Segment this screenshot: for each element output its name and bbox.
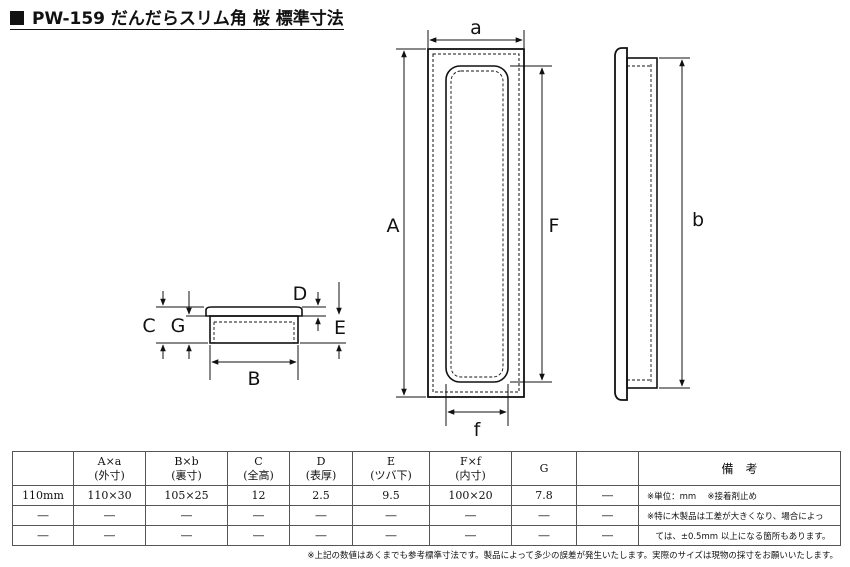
table-cell: 110×30 bbox=[73, 485, 146, 506]
label-B: B bbox=[247, 368, 260, 390]
dimension-C bbox=[156, 291, 208, 359]
dimension-a bbox=[427, 30, 525, 48]
label-G: G bbox=[171, 315, 186, 337]
header-cell: A×a(外寸) bbox=[73, 451, 146, 486]
section-flange bbox=[205, 306, 303, 317]
label-E: E bbox=[334, 317, 346, 339]
side-view bbox=[614, 47, 658, 401]
page-title-text: PW-159 だんだらスリム角 桜 標準寸法 bbox=[32, 9, 344, 29]
table-cell: ― bbox=[289, 505, 353, 526]
section-view bbox=[205, 306, 303, 344]
remarks-note: ※単位：mm ※接着剤止め bbox=[638, 485, 841, 506]
label-A: A bbox=[387, 215, 400, 237]
dimension-E bbox=[300, 282, 346, 359]
label-f: f bbox=[474, 419, 482, 441]
label-b: b bbox=[692, 209, 704, 231]
table-cell: ― bbox=[289, 525, 353, 546]
table-cell: ― bbox=[73, 505, 146, 526]
dimension-G bbox=[186, 291, 208, 359]
label-F: F bbox=[549, 215, 560, 237]
page-title: PW-159 だんだらスリム角 桜 標準寸法 bbox=[10, 4, 344, 30]
front-view bbox=[427, 48, 525, 398]
table-cell: 100×20 bbox=[429, 485, 512, 506]
header-cell bbox=[576, 451, 639, 486]
front-outer-outline bbox=[427, 48, 525, 398]
footnote: ※上記の数値はあくまでも参考標準寸法です。製品によって多少の誤差が発生いたします… bbox=[307, 551, 838, 561]
table-cell: ― bbox=[352, 525, 430, 546]
header-cell-remarks: 備 考 bbox=[638, 451, 841, 486]
label-C: C bbox=[142, 315, 155, 337]
dimension-A bbox=[396, 48, 426, 398]
dimension-B bbox=[209, 345, 299, 380]
dimension-drawing: a A F f b bbox=[142, 17, 704, 441]
table-cell: ― bbox=[429, 505, 512, 526]
section-body bbox=[209, 315, 299, 344]
table-cell: 12 bbox=[227, 485, 290, 506]
label-a: a bbox=[470, 17, 482, 39]
front-recess-dashed bbox=[450, 70, 504, 378]
table-cell: 7.8 bbox=[511, 485, 577, 506]
table-cell: ― bbox=[429, 525, 512, 546]
dimension-F bbox=[510, 65, 552, 383]
table-cell: ― bbox=[227, 525, 290, 546]
table-cell: ― bbox=[576, 485, 639, 506]
table-cell: 9.5 bbox=[352, 485, 430, 506]
square-bullet-icon bbox=[10, 11, 24, 25]
table-cell: ― bbox=[145, 525, 228, 546]
remarks-note: ては、±0.5mm 以上になる箇所もあります。 bbox=[638, 525, 841, 546]
header-cell bbox=[12, 451, 74, 486]
table-cell: ― bbox=[511, 525, 577, 546]
table-cell: 2.5 bbox=[289, 485, 353, 506]
front-recess-outline bbox=[445, 65, 509, 383]
front-inner-dashed bbox=[432, 53, 520, 393]
spec-table: A×a(外寸) B×b(裏寸) C(全高) D(表厚) E(ツバ下) F×f(内… bbox=[12, 451, 841, 546]
table-cell: ― bbox=[73, 525, 146, 546]
table-row: 110mm 110×30 105×25 12 2.5 9.5 100×20 7.… bbox=[12, 485, 841, 506]
remarks-note: ※特に木製品は工差が大きくなり、場合によっ bbox=[638, 505, 841, 526]
table-cell: ― bbox=[352, 505, 430, 526]
table-cell: ― bbox=[227, 505, 290, 526]
table-header-row: A×a(外寸) B×b(裏寸) C(全高) D(表厚) E(ツバ下) F×f(内… bbox=[12, 451, 841, 486]
table-cell: ― bbox=[576, 525, 639, 546]
side-flange bbox=[614, 47, 628, 401]
dimension-f bbox=[445, 384, 509, 426]
table-cell: ― bbox=[511, 505, 577, 526]
header-cell: E(ツバ下) bbox=[352, 451, 430, 486]
header-cell: D(表厚) bbox=[289, 451, 353, 486]
dimension-b bbox=[659, 57, 690, 389]
table-row: ― ― ― ― ― ― ― ― ― ※特に木製品は工差が大きくなり、場合によっ bbox=[12, 505, 841, 526]
header-cell: C(全高) bbox=[227, 451, 290, 486]
table-cell: 110mm bbox=[12, 485, 74, 506]
table-cell: ― bbox=[576, 505, 639, 526]
header-cell: F×f(内寸) bbox=[429, 451, 512, 486]
table-cell: ― bbox=[12, 505, 74, 526]
header-cell: B×b(裏寸) bbox=[145, 451, 228, 486]
table-row: ― ― ― ― ― ― ― ― ― ては、±0.5mm 以上になる箇所もあります… bbox=[12, 525, 841, 546]
table-cell: ― bbox=[12, 525, 74, 546]
side-body bbox=[626, 57, 658, 389]
dimension-D bbox=[302, 292, 326, 331]
table-cell: 105×25 bbox=[145, 485, 228, 506]
header-cell: G bbox=[511, 451, 577, 486]
label-D: D bbox=[293, 283, 308, 305]
table-cell: ― bbox=[145, 505, 228, 526]
